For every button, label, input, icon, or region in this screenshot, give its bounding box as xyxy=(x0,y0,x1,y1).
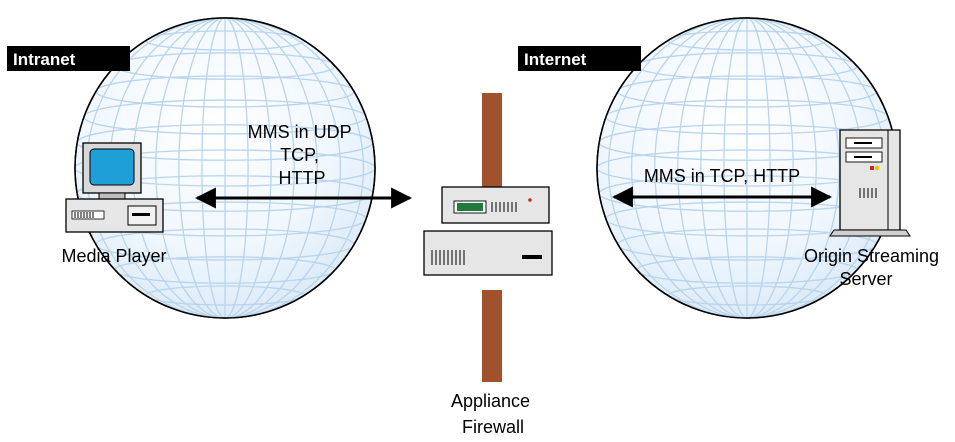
internet-label: Internet xyxy=(518,46,641,71)
intranet-protocol-line-1: MMS in UDP xyxy=(248,122,352,142)
computer-icon xyxy=(65,142,164,233)
intranet-protocol-line-2: TCP, xyxy=(280,145,319,165)
globe-longitude-line xyxy=(178,18,272,318)
internet-protocol-label: MMS in TCP, HTTP xyxy=(644,166,800,186)
internet-label-text: Internet xyxy=(524,50,587,69)
intranet-protocol-label: MMS in UDP TCP, HTTP xyxy=(248,122,357,188)
origin-server-label-line-1: Origin Streaming xyxy=(804,246,939,266)
globe-longitude-line xyxy=(155,18,295,318)
intranet-label: Intranet xyxy=(7,46,130,71)
appliance-label-line-2: Firewall xyxy=(462,417,524,437)
origin-server-label-line-2: Server xyxy=(839,269,892,289)
appliance-label-line-1: Appliance xyxy=(451,391,530,411)
firewall-wall xyxy=(482,93,502,382)
internet-globe xyxy=(596,17,898,319)
media-player-label: Media Player xyxy=(61,246,166,266)
globe-longitude-line xyxy=(654,18,840,318)
globe-longitude-line xyxy=(723,18,771,318)
globe-longitude-line xyxy=(677,18,817,318)
server-icon xyxy=(829,129,911,237)
globe-longitude-line xyxy=(700,18,794,318)
appliance-icon xyxy=(423,186,553,276)
origin-server-label: Origin Streaming Server xyxy=(804,246,944,289)
intranet-protocol-line-3: HTTP xyxy=(279,168,326,188)
intranet-label-text: Intranet xyxy=(13,50,76,69)
globe-longitude-line xyxy=(201,18,249,318)
appliance-firewall-label: Appliance Firewall xyxy=(451,391,535,437)
